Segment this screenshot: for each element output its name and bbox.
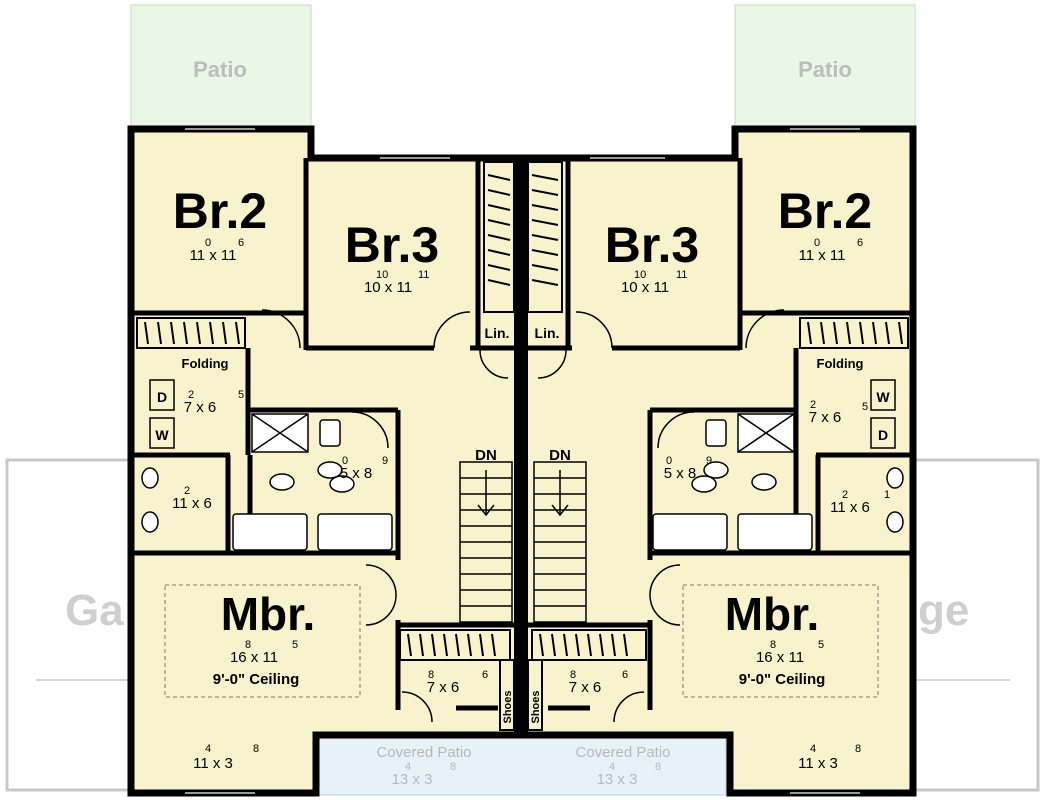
closet-hatch bbox=[144, 174, 903, 657]
folding-label-left: Folding bbox=[182, 356, 229, 371]
washer-label-left: W bbox=[155, 427, 169, 443]
stairs-left bbox=[459, 461, 513, 623]
room-dim-br3-left: 10 x 11 bbox=[364, 279, 412, 296]
bath-fixtures bbox=[141, 413, 904, 551]
patio-label-left: Patio bbox=[193, 57, 247, 82]
room-dim-mbath-left: 11 x 6 bbox=[172, 495, 212, 512]
dim-sup: 9 bbox=[382, 455, 388, 467]
room-dim-laundry-right: 7 x 6 bbox=[809, 409, 842, 426]
dim-sup: 4 bbox=[810, 743, 816, 755]
covered-patio bbox=[315, 734, 727, 796]
room-label-br3-right: Br.3 bbox=[605, 217, 700, 273]
dim-sup: 8 bbox=[770, 639, 776, 651]
laundry-appliances bbox=[149, 379, 896, 449]
ceiling-label-left: 9'-0" Ceiling bbox=[213, 671, 300, 688]
dim-sup: 6 bbox=[857, 237, 863, 249]
dim-sup: 8 bbox=[570, 669, 576, 681]
room-label-br3-left: Br.3 bbox=[345, 217, 440, 273]
covered-patio-label-right: Covered Patio bbox=[575, 744, 670, 761]
dim-sup: 10 bbox=[634, 269, 646, 281]
interior-walls bbox=[131, 158, 913, 711]
garage-label-right: ge bbox=[918, 586, 969, 635]
dim-sup: 11 bbox=[676, 269, 687, 281]
dim-sup: 2 bbox=[842, 489, 848, 501]
folding-label-right: Folding bbox=[817, 356, 864, 371]
dim-sup: 4 bbox=[405, 761, 411, 773]
dim-sup: 0 bbox=[205, 237, 211, 249]
shoes-label-left: Shoes bbox=[502, 690, 514, 723]
ceiling-label-right: 9'-0" Ceiling bbox=[739, 671, 826, 688]
stairs-label-right: DN bbox=[549, 447, 571, 464]
dim-sup: 0 bbox=[666, 455, 672, 467]
covered-patio-dim-left: 13 x 3 bbox=[392, 771, 433, 788]
dim-sup: 8 bbox=[855, 743, 861, 755]
room-dim-mbath-right: 11 x 6 bbox=[830, 499, 870, 516]
dryer-label-right: D bbox=[878, 427, 888, 443]
room-dim-br2-left: 11 x 11 bbox=[190, 247, 237, 264]
door-swings bbox=[261, 309, 785, 723]
room-dim-br2-right: 11 x 11 bbox=[799, 247, 846, 264]
garage-outline-left bbox=[5, 458, 131, 792]
room-dim-bath-left: 5 x 8 bbox=[340, 465, 373, 482]
room-dim-balcony-right: 11 x 3 bbox=[798, 755, 838, 772]
dryer-label-left: D bbox=[157, 389, 167, 405]
room-dim-mbr-right: 16 x 11 bbox=[756, 649, 804, 666]
stairs-label-left: DN bbox=[475, 447, 497, 464]
dim-sup: 2 bbox=[188, 389, 194, 401]
dim-sup: 8 bbox=[245, 639, 251, 651]
room-label-br2-right: Br.2 bbox=[778, 183, 873, 239]
room-label-br2-left: Br.2 bbox=[173, 183, 268, 239]
party-wall bbox=[514, 158, 528, 736]
covered-patio-dim-right: 13 x 3 bbox=[597, 771, 638, 788]
dim-sup: 1 bbox=[225, 485, 231, 497]
dim-sup: 9 bbox=[706, 455, 712, 467]
dim-sup: 4 bbox=[205, 743, 211, 755]
dim-sup: 6 bbox=[482, 669, 488, 681]
patio-label-right: Patio bbox=[798, 57, 852, 82]
shoes-label-right: Shoes bbox=[530, 690, 542, 723]
room-dim-wic-left: 7 x 6 bbox=[427, 679, 460, 696]
dim-sup: 8 bbox=[253, 743, 259, 755]
room-label-mbr-right: Mbr. bbox=[725, 588, 820, 640]
dim-sup: 11 bbox=[418, 269, 429, 281]
room-dim-balcony-left: 11 x 3 bbox=[193, 755, 233, 772]
room-dim-wic-right: 7 x 6 bbox=[569, 679, 602, 696]
dim-sup: 2 bbox=[184, 485, 190, 497]
washer-label-right: W bbox=[876, 389, 890, 405]
dim-sup: 5 bbox=[292, 639, 298, 651]
room-dim-br3-right: 10 x 11 bbox=[621, 279, 669, 296]
linen-label-right: Lin. bbox=[535, 325, 560, 341]
dim-sup: 4 bbox=[609, 761, 615, 773]
stairs-right bbox=[533, 461, 587, 623]
garage-outline-right bbox=[915, 458, 1040, 792]
room-label-mbr-left: Mbr. bbox=[221, 588, 316, 640]
dim-sup: 1 bbox=[884, 489, 890, 501]
dim-sup: 8 bbox=[655, 761, 661, 773]
linen-label-left: Lin. bbox=[485, 325, 510, 341]
dim-sup: 0 bbox=[814, 237, 820, 249]
dim-sup: 8 bbox=[428, 669, 434, 681]
dim-sup: 5 bbox=[818, 639, 824, 651]
room-dim-bath-right: 5 x 8 bbox=[664, 465, 697, 482]
dim-sup: 0 bbox=[342, 455, 348, 467]
windows bbox=[185, 128, 860, 794]
patio-left bbox=[130, 4, 312, 130]
dim-sup: 6 bbox=[622, 669, 628, 681]
dim-sup: 8 bbox=[450, 761, 456, 773]
room-dim-mbr-left: 16 x 11 bbox=[230, 649, 278, 666]
dim-sup: 2 bbox=[810, 399, 816, 411]
dim-sup: 5 bbox=[862, 401, 868, 413]
dim-sup: 5 bbox=[238, 389, 244, 401]
covered-patio-label-left: Covered Patio bbox=[376, 744, 471, 761]
dim-sup: 10 bbox=[376, 269, 388, 281]
dim-sup: 6 bbox=[238, 237, 244, 249]
room-dim-laundry-left: 7 x 6 bbox=[184, 399, 217, 416]
garage-label-left: Ga bbox=[65, 586, 124, 635]
